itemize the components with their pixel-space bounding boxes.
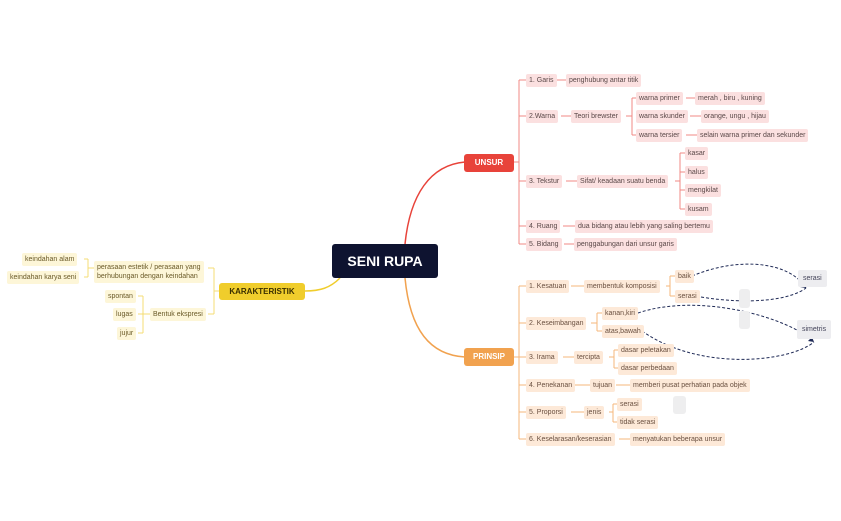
garis-node: 1. Garis [526, 74, 557, 87]
kesatuan-item: baik [675, 270, 694, 283]
ekspresi-node: Bentuk ekspresi [150, 308, 206, 321]
tekstur-item: kasar [685, 147, 709, 160]
ruang-node: 4. Ruang [526, 220, 561, 233]
penekanan-node: 4. Penekanan [526, 379, 576, 392]
warna-skunder: warna skunder [636, 110, 688, 123]
unsur-node: UNSUR [464, 154, 514, 172]
warna-skunder-value: orange, ungu , hijau [701, 110, 769, 123]
empty-topic-box [739, 311, 750, 329]
tekstur-item: halus [685, 166, 708, 179]
estetik-item: keindahan alam [22, 253, 78, 266]
karakteristik-node: KARAKTERISTIK [219, 283, 305, 300]
prinsip-node: PRINSIP [464, 348, 514, 366]
proporsi-item: tidak serasi [617, 416, 659, 429]
root-node: SENI RUPA [332, 244, 438, 278]
kesatuan-desc: membentuk komposisi [584, 280, 660, 293]
tekstur-item: mengkilat [685, 184, 721, 197]
keseimbangan-node: 2. Keseimbangan [526, 317, 587, 330]
irama-item: dasar perbedaan [618, 362, 677, 375]
proporsi-desc: jenis [584, 406, 605, 419]
empty-topic-box [739, 289, 750, 308]
tekstur-item: kusam [685, 203, 712, 216]
proporsi-node: 5. Proporsi [526, 406, 566, 419]
irama-desc: tercipta [574, 351, 603, 364]
estetik-node: perasaan estetik / perasaan yang berhubu… [94, 261, 204, 283]
ekspresi-item: spontan [105, 290, 136, 303]
empty-topic-box [673, 396, 686, 414]
irama-node: 3. Irama [526, 351, 558, 364]
tekstur-sifat: Sifat/ keadaan suatu benda [577, 175, 669, 188]
penekanan-detail: memberi pusat perhatian pada objek [630, 379, 750, 392]
kesatuan-node: 1. Kesatuan [526, 280, 570, 293]
kesatuan-item: serasi [675, 290, 700, 303]
bidang-desc: penggabungan dari unsur garis [574, 238, 677, 251]
teori-brewster: Teori brewster [571, 110, 621, 123]
tekstur-node: 3. Tekstur [526, 175, 563, 188]
warna-primer: warna primer [636, 92, 683, 105]
warna-tersier-value: selain warna primer dan sekunder [697, 129, 809, 142]
warna-primer-value: merah , biru , kuning [695, 92, 765, 105]
floating-simetris: simetris [797, 320, 832, 339]
keseimbangan-item: atas,bawah [602, 325, 644, 338]
keseimbangan-item: kanan,kiri [602, 307, 638, 320]
proporsi-item: serasi [617, 398, 642, 411]
ekspresi-item: lugas [113, 308, 136, 321]
bidang-node: 5. Bidang [526, 238, 562, 251]
estetik-item: keindahan karya seni [7, 271, 80, 284]
garis-desc: penghubung antar titik [566, 74, 642, 87]
estetik-line: perasaan estetik / perasaan yang [97, 264, 201, 271]
keselarasan-desc: menyatukan beberapa unsur [630, 433, 726, 446]
ruang-desc: dua bidang atau lebih yang saling bertem… [575, 220, 713, 233]
ekspresi-item: jujur [117, 327, 137, 340]
floating-serasi: serasi [798, 270, 827, 287]
keselarasan-node: 6. Keselarasan/keserasian [526, 433, 615, 446]
warna-node: 2.Warna [526, 110, 559, 123]
penekanan-desc: tujuan [590, 379, 616, 392]
warna-tersier: warna tersier [636, 129, 683, 142]
estetik-line: berhubungan dengan keindahan [97, 273, 198, 280]
irama-item: dasar peletakan [618, 344, 674, 357]
